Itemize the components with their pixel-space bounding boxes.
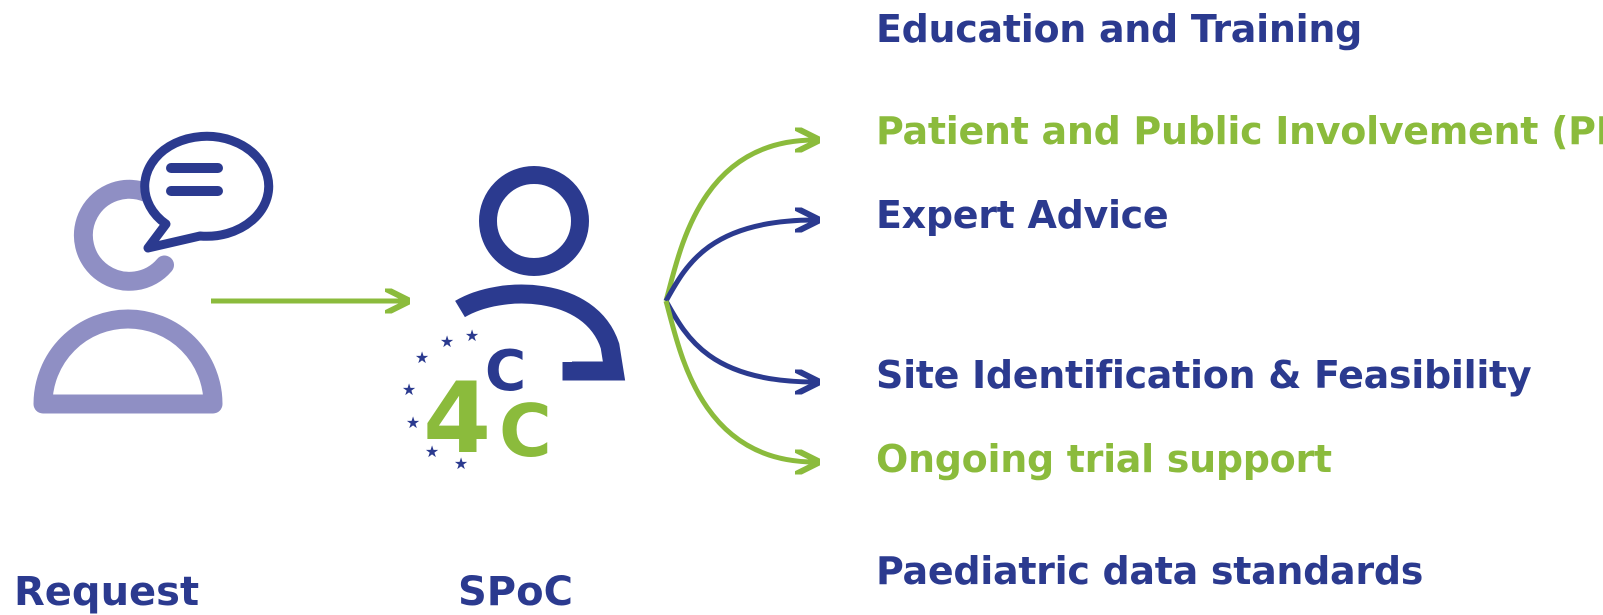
star-icon: ★ bbox=[465, 326, 479, 345]
spoc-head-icon bbox=[479, 166, 589, 276]
spoc-body-icon bbox=[455, 284, 626, 381]
logo-c-top: C bbox=[485, 339, 526, 404]
branch-arrow-site-identification bbox=[663, 299, 815, 382]
logo-c-bottom: C bbox=[499, 389, 552, 473]
service-ongoing-trial-support: Ongoing trial support bbox=[876, 437, 1332, 481]
logo-four: 4 bbox=[423, 362, 491, 476]
person-icon bbox=[455, 166, 626, 381]
star-icon: ★ bbox=[402, 380, 416, 399]
star-icon: ★ bbox=[454, 454, 468, 473]
star-icon: ★ bbox=[406, 413, 420, 432]
star-icon: ★ bbox=[415, 348, 429, 367]
person-with-speech-bubble-icon bbox=[33, 131, 274, 414]
star-icon: ★ bbox=[440, 332, 454, 351]
service-expert-advice: Expert Advice bbox=[876, 193, 1169, 237]
request-label: Request bbox=[14, 569, 200, 615]
service-paediatric-data-standards: Paediatric data standards bbox=[876, 549, 1424, 593]
logo-stars: ★ ★ ★ ★ ★ ★ ★ bbox=[402, 326, 479, 473]
service-site-identification: Site Identification & Feasibility bbox=[876, 353, 1532, 397]
requester-body-icon bbox=[33, 309, 223, 414]
spoc-label: SPoC bbox=[458, 569, 573, 615]
branch-arrow-expert-advice bbox=[663, 220, 815, 303]
4c-logo: ★ ★ ★ ★ ★ ★ ★ 4 C C bbox=[402, 326, 552, 476]
branch-arrow-ongoing-support bbox=[663, 300, 815, 462]
star-icon: ★ bbox=[425, 442, 439, 461]
requester-head-icon bbox=[73, 179, 174, 291]
branch-arrows bbox=[663, 140, 815, 462]
branch-arrow-ppi bbox=[663, 140, 815, 302]
service-education-and-training: Education and Training bbox=[876, 7, 1362, 51]
service-patient-and-public-involvement: Patient and Public Involvement (PPI) bbox=[876, 109, 1603, 153]
